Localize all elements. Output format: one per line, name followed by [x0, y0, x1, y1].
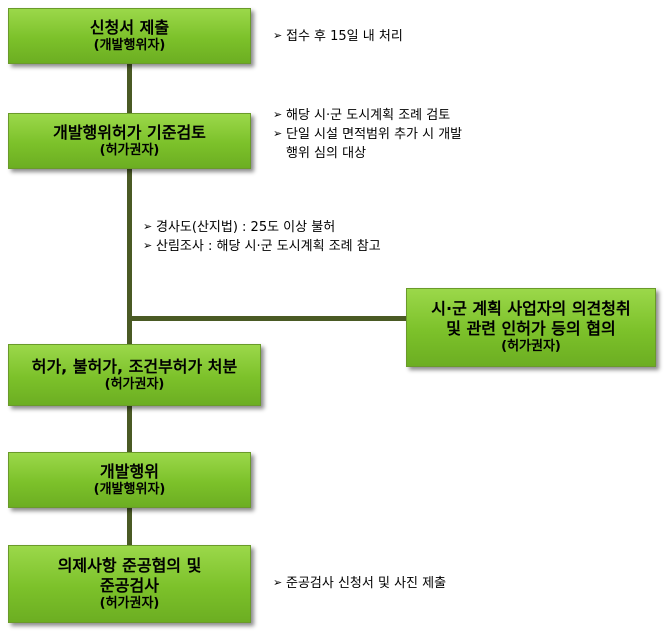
- arrow-bullet-icon: ➢: [273, 108, 283, 121]
- step-development: 개발행위 (개발행위자): [8, 452, 251, 508]
- step-title: 허가, 불허가, 조건부허가 처분: [31, 356, 238, 376]
- step-completion-inspection: 의제사항 준공협의 및 준공검사 (허가권자): [8, 545, 251, 623]
- step-actor: (개발행위자): [93, 481, 166, 497]
- step-actor: (허가권자): [104, 376, 165, 392]
- step-actor: (허가권자): [99, 595, 160, 611]
- arrow-bullet-icon: ➢: [143, 220, 153, 233]
- step-title-line1: 의제사항 준공협의 및: [57, 555, 202, 575]
- side-title-line1: 시·군 계획 사업자의 의견청취: [431, 299, 631, 319]
- note-review: ➢경사도(산지법) : 25도 이상 불허 ➢산림조사 : 해당 시·군 도시계…: [143, 219, 381, 257]
- note-step1: ➢접수 후 15일 내 처리: [273, 28, 403, 47]
- note-step2: ➢해당 시·군 도시계획 조례 검토 ➢단일 시설 면적범위 추가 시 개발 행…: [273, 107, 462, 164]
- note-step5: ➢준공검사 신청서 및 사진 제출: [273, 575, 446, 594]
- note-item: ➢경사도(산지법) : 25도 이상 불허: [143, 220, 336, 235]
- step-criteria-review: 개발행위허가 기준검토 (허가권자): [8, 113, 251, 169]
- side-consultation-box: 시·군 계획 사업자의 의견청취 및 관련 인허가 등의 협의 (허가권자): [406, 288, 656, 367]
- step-title: 신청서 제출: [89, 17, 170, 37]
- step-application-submit: 신청서 제출 (개발행위자): [8, 8, 251, 64]
- arrow-bullet-icon: ➢: [273, 29, 283, 42]
- arrow-bullet-icon: ➢: [143, 238, 153, 252]
- step-title: 개발행위허가 기준검토: [53, 122, 206, 142]
- step-actor: (개발행위자): [93, 37, 166, 53]
- step-title: 개발행위: [100, 461, 159, 481]
- flow-line-branch: [127, 316, 410, 321]
- step-permit-decision: 허가, 불허가, 조건부허가 처분 (허가권자): [8, 344, 261, 406]
- note-item: ➢준공검사 신청서 및 사진 제출: [273, 576, 447, 591]
- step-title-line2: 준공검사: [100, 575, 159, 595]
- note-item: ➢해당 시·군 도시계획 조례 검토: [273, 108, 451, 123]
- arrow-bullet-icon: ➢: [273, 576, 283, 589]
- step-actor: (허가권자): [99, 142, 160, 158]
- flow-line-vertical: [127, 60, 132, 550]
- note-item: ➢접수 후 15일 내 처리: [273, 29, 403, 44]
- side-title-line2: 및 관련 인허가 등의 협의: [446, 319, 616, 339]
- note-item-continuation: 행위 심의 대상: [286, 145, 367, 161]
- note-item: ➢단일 시설 면적범위 추가 시 개발: [273, 126, 463, 142]
- step-actor: (허가권자): [501, 339, 561, 355]
- arrow-bullet-icon: ➢: [273, 126, 283, 140]
- note-item: ➢산림조사 : 해당 시·군 도시계획 조례 참고: [143, 238, 381, 254]
